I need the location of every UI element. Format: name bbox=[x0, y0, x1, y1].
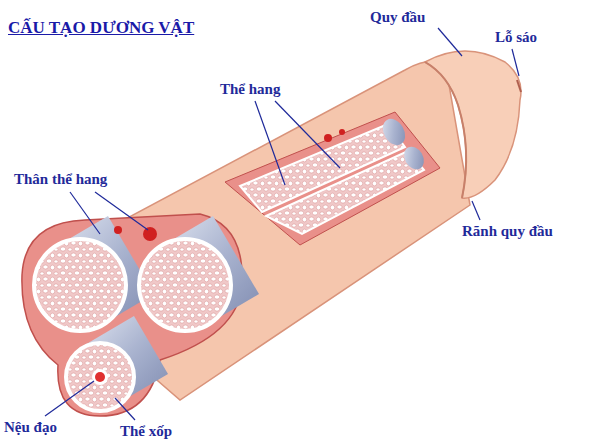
part-label: Nệu đạo bbox=[4, 418, 57, 436]
leader-line bbox=[255, 101, 285, 185]
cavernosum-strip bbox=[266, 151, 424, 234]
blood-vessel bbox=[339, 129, 345, 135]
leader-line bbox=[512, 49, 519, 76]
part-label: Thân thể hang bbox=[14, 170, 107, 188]
leader-line bbox=[70, 192, 100, 234]
corpus-cavernosum bbox=[34, 239, 126, 331]
cavernosum-end bbox=[378, 115, 409, 149]
urethra bbox=[95, 372, 105, 382]
leader-line bbox=[472, 201, 480, 220]
leader-line bbox=[45, 381, 94, 416]
leader-line bbox=[275, 101, 340, 168]
corona-groove bbox=[425, 62, 466, 198]
part-label: Thể xốp bbox=[120, 422, 172, 440]
urethra bbox=[92, 369, 108, 385]
cavernosum-end bbox=[400, 143, 428, 173]
part-label: Thể hang bbox=[220, 80, 280, 98]
cutaway-window bbox=[225, 112, 440, 245]
leader-line bbox=[115, 398, 135, 420]
corpus-cavernosum bbox=[139, 239, 231, 331]
part-label: Quy đầu bbox=[370, 8, 425, 26]
blood-vessel bbox=[143, 227, 157, 241]
part-label: Lỗ sáo bbox=[495, 28, 537, 46]
leader-line bbox=[95, 192, 148, 230]
blood-vessel bbox=[324, 134, 332, 142]
part-label: Rãnh quy đầu bbox=[462, 222, 553, 240]
corpus-spongiosum bbox=[66, 343, 134, 411]
diagram-title: CẤU TẠO DƯƠNG VẬT bbox=[8, 18, 194, 38]
blood-vessel bbox=[114, 226, 122, 234]
cross-section bbox=[22, 214, 242, 416]
leader-line bbox=[438, 28, 462, 56]
meatus bbox=[517, 80, 521, 92]
glans bbox=[425, 51, 521, 198]
